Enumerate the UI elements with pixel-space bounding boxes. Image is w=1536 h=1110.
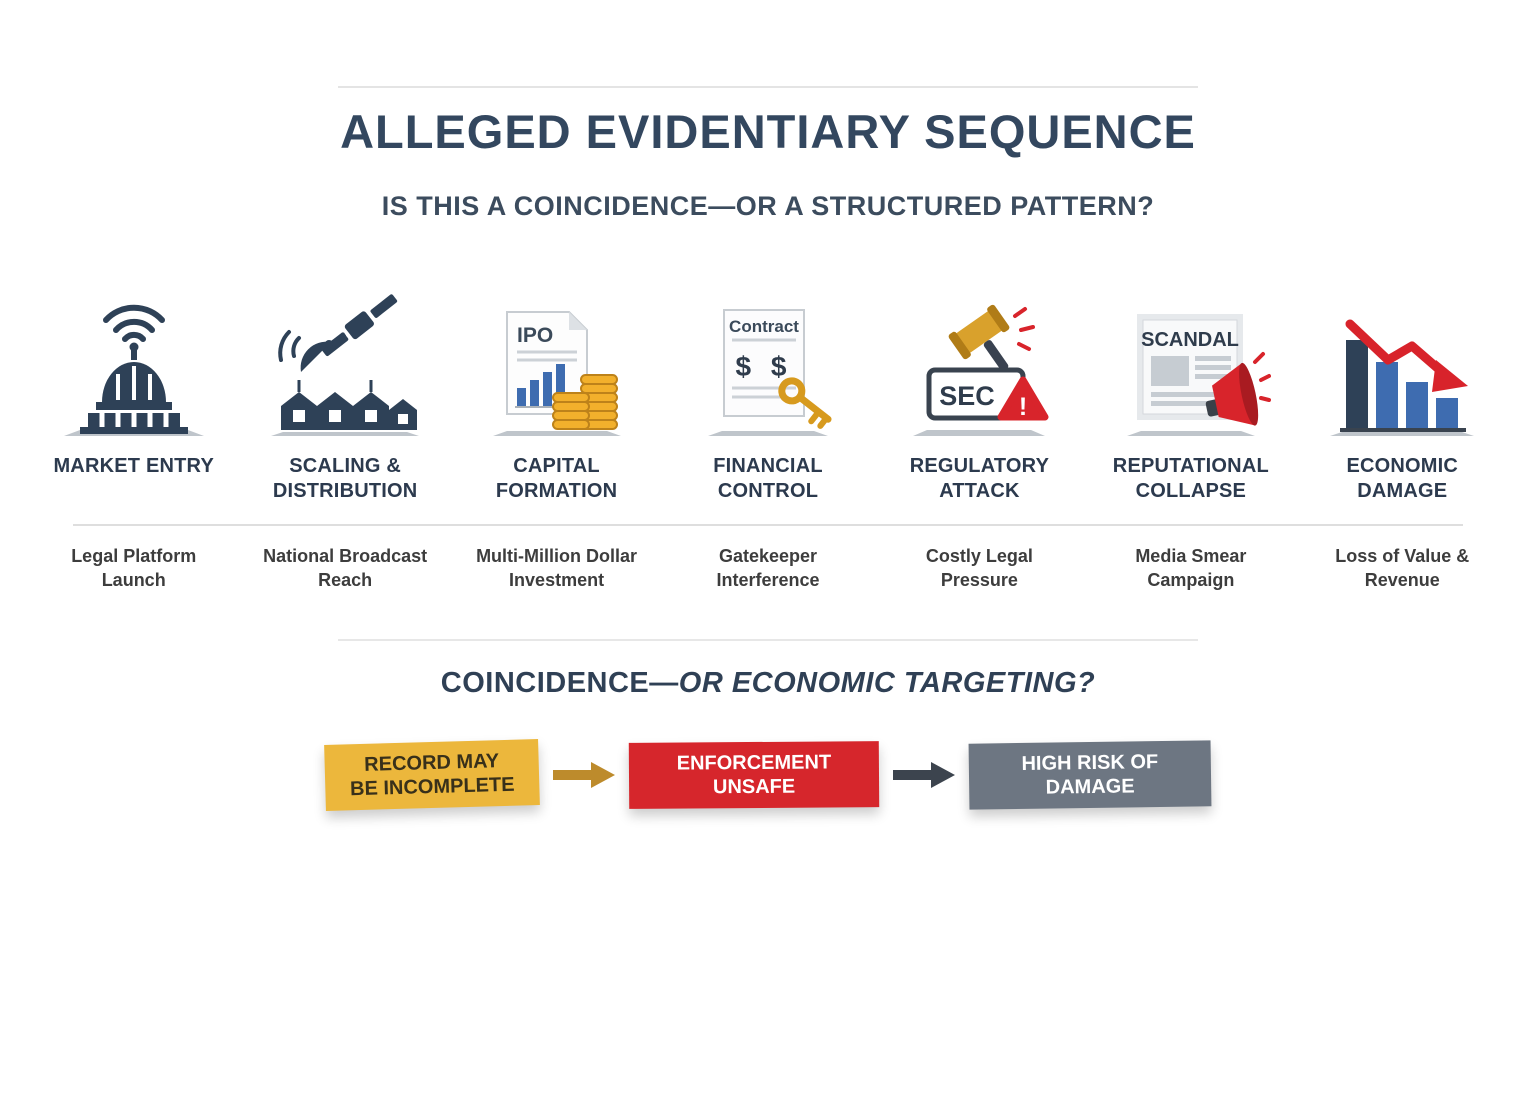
question-line: COINCIDENCE—OR ECONOMIC TARGETING? [0, 667, 1536, 700]
dollar-symbols: $ $ [736, 351, 793, 382]
question-part1: COINCIDENCE— [440, 666, 679, 699]
enforcement-unsafe-label: ENFORCEMENT UNSAFE [676, 751, 832, 798]
step-title: SCALING & DISTRIBUTION [272, 455, 418, 502]
conclusion-flow: RECORD MAY BE INCOMPLETE ENFORCEMENT UNS… [0, 738, 1536, 811]
high-risk-label: HIGH RISK OF DAMAGE [1021, 750, 1159, 799]
middle-divider [73, 524, 1463, 526]
page-title: ALLEGED EVIDENTIARY SEQUENCE [340, 105, 1196, 158]
step-descriptions-row: Legal Platform Launch National Broadcast… [28, 544, 1508, 593]
step-description: Gatekeeper Interference [716, 546, 820, 591]
step-economic-damage: ECONOMIC DAMAGE [1297, 286, 1508, 504]
step-scaling-distribution: SCALING & DISTRIBUTION [239, 286, 450, 504]
high-risk-box: HIGH RISK OF DAMAGE [968, 739, 1212, 810]
satellite-distribution-icon [265, 286, 425, 436]
enforcement-unsafe-box: ENFORCEMENT UNSAFE [628, 740, 880, 809]
step-description: Media Smear Campaign [1135, 546, 1247, 591]
sec-label: SEC [940, 381, 996, 411]
step-title: REPUTATIONAL COLLAPSE [1112, 455, 1269, 502]
step-title: REGULATORY ATTACK [909, 455, 1050, 502]
ipo-document-coins-icon: IPO [477, 286, 637, 436]
record-incomplete-box: RECORD MAY BE INCOMPLETE [324, 738, 540, 811]
page-subtitle: IS THIS A COINCIDENCE—OR A STRUCTURED PA… [381, 191, 1155, 221]
contract-label: Contract [729, 317, 799, 336]
dark-arrow-icon [893, 761, 955, 788]
step-regulatory-attack: SEC ! REGULATORY ATTACK [874, 286, 1085, 504]
step-reputational-collapse: SCANDAL [1085, 286, 1296, 504]
infographic-page: ALLEGED EVIDENTIARY SEQUENCE IS THIS A C… [0, 86, 1536, 1110]
question-divider [338, 638, 1198, 641]
contract-key-icon: Contract $ $ [688, 286, 848, 436]
step-description: Multi-Million Dollar Investment [476, 546, 638, 591]
step-description: Costly Legal Pressure [925, 546, 1033, 591]
step-title: ECONOMIC DAMAGE [1346, 455, 1459, 502]
step-market-entry: MARKET ENTRY [28, 286, 239, 504]
top-divider [338, 86, 1198, 88]
warning-exclamation: ! [1019, 393, 1027, 421]
record-incomplete-label: RECORD MAY BE INCOMPLETE [349, 749, 515, 800]
step-description: Legal Platform Launch [71, 546, 197, 591]
step-capital-formation: IPO [451, 286, 662, 504]
ipo-label: IPO [517, 324, 553, 347]
question-part2: OR ECONOMIC TARGETING? [678, 666, 1096, 699]
step-description: Loss of Value & Revenue [1335, 546, 1470, 591]
step-title: FINANCIAL CONTROL [713, 455, 823, 502]
gavel-sec-warning-icon: SEC ! [899, 286, 1059, 436]
step-financial-control: Contract $ $ FINANCIAL CONTROL [662, 286, 873, 504]
scandal-newspaper-megaphone-icon: SCANDAL [1111, 286, 1271, 436]
step-description: National Broadcast Reach [263, 546, 428, 591]
step-title: MARKET ENTRY [53, 455, 214, 477]
gold-arrow-icon [553, 761, 615, 788]
scandal-headline: SCANDAL [1141, 329, 1239, 351]
capitol-broadcast-icon [54, 286, 214, 436]
declining-bar-chart-icon [1322, 286, 1482, 436]
sequence-steps-row: MARKET ENTRY [28, 286, 1508, 504]
step-title: CAPITAL FORMATION [495, 455, 618, 502]
